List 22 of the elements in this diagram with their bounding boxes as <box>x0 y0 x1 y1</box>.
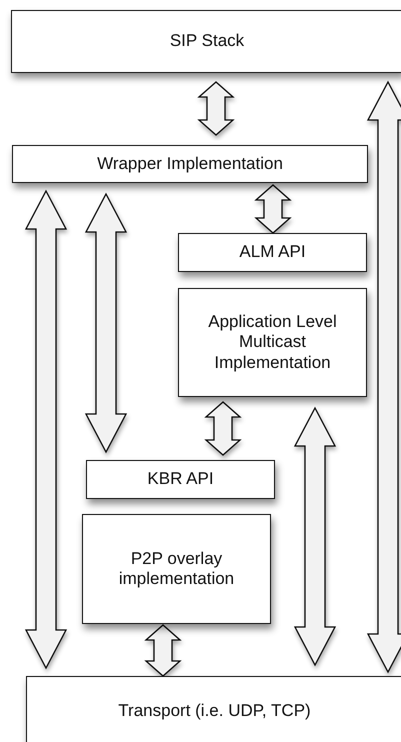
layer-box <box>86 460 275 499</box>
layer-box <box>178 233 367 272</box>
layer-box <box>11 10 401 73</box>
double-arrow <box>254 184 292 234</box>
layer-label: Transport (i.e. UDP, TCP) <box>118 700 311 722</box>
double-arrow <box>366 80 401 674</box>
double-arrow <box>84 192 128 454</box>
layer-box <box>12 145 368 183</box>
layer-box <box>82 514 271 624</box>
layer-box <box>26 676 401 742</box>
layer-label: Wrapper Implementation <box>97 154 283 174</box>
layer-label: KBR API <box>147 469 214 490</box>
layer-label: SIP Stack <box>170 31 244 52</box>
layer-label: P2P overlay implementation <box>118 548 236 590</box>
double-arrow <box>204 401 242 456</box>
double-arrow <box>144 624 182 677</box>
layer-label: Application Level Multicast Implementation <box>207 312 338 374</box>
layer-label: ALM API <box>239 242 306 263</box>
double-arrow <box>294 406 336 666</box>
layer-box <box>178 288 367 397</box>
double-arrow <box>24 190 68 670</box>
double-arrow <box>197 81 235 136</box>
